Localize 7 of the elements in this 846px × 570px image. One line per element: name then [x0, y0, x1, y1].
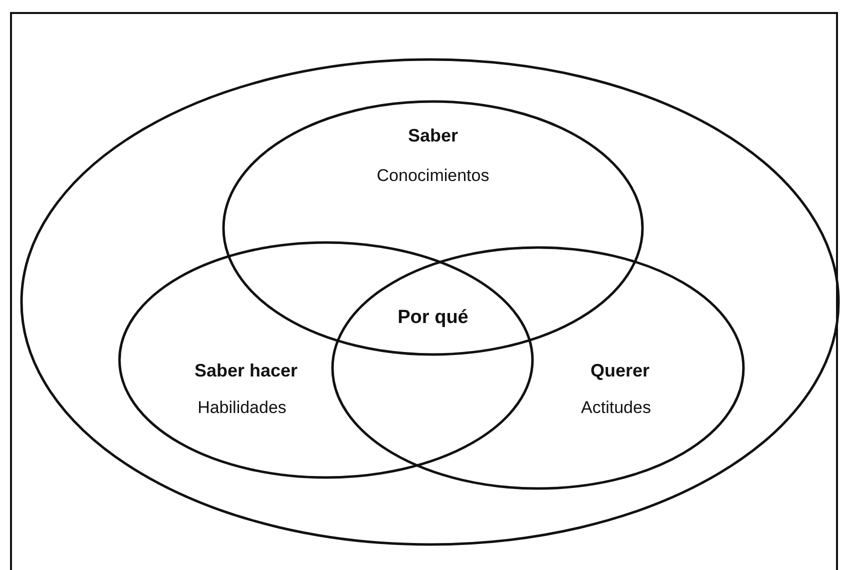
circle-subtitle: Habilidades — [198, 398, 286, 418]
intersection-label: Por qué — [398, 307, 468, 329]
circle-subtitle: Actitudes — [581, 398, 651, 418]
circle-heading: Querer — [590, 360, 650, 382]
circle-heading: Saber hacer — [194, 360, 298, 382]
circle-subtitle: Conocimientos — [376, 166, 490, 186]
circle-heading: Saber — [408, 126, 458, 146]
